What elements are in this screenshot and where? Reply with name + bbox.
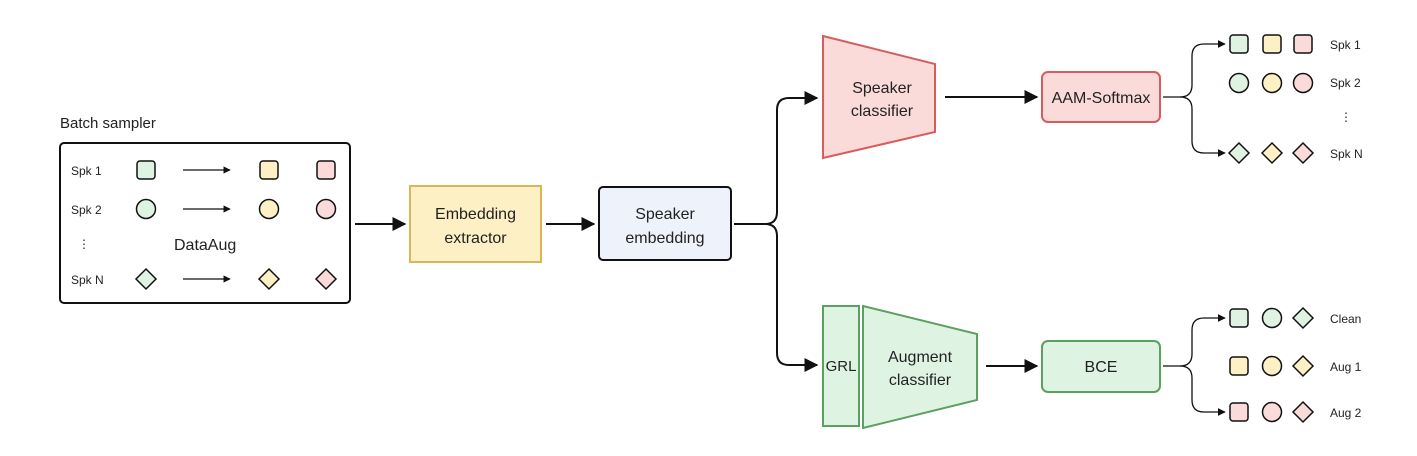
- green-circle-icon: [1228, 72, 1250, 94]
- aam-softmax-label: AAM-Softmax: [1052, 90, 1151, 107]
- speaker-classifier-shape: [822, 34, 936, 160]
- branch-arrow-augment: [764, 223, 819, 372]
- augment-output-label-clean: Clean: [1330, 312, 1361, 326]
- grl-label: GRL: [826, 358, 857, 375]
- red-circle-icon: [315, 198, 337, 220]
- green-diamond-icon: [134, 267, 158, 291]
- green-square-icon: [1229, 308, 1249, 328]
- yellow-square-icon: [1262, 34, 1282, 54]
- augment-classifier-label-2: classifier: [889, 372, 952, 389]
- speaker-classifier-label-2: classifier: [851, 103, 914, 120]
- grl-box: [822, 305, 860, 427]
- speaker-output-label-spk2: Spk 2: [1330, 76, 1361, 90]
- red-circle-icon: [1292, 72, 1314, 94]
- yellow-diamond-icon: [257, 267, 281, 291]
- green-circle-icon: [1261, 307, 1283, 329]
- green-circle-icon: [135, 198, 157, 220]
- yellow-square-icon: [259, 160, 279, 180]
- augment-classifier-label-1: Augment: [888, 349, 953, 366]
- yellow-diamond-icon: [1260, 141, 1284, 165]
- green-diamond-icon: [1227, 141, 1251, 165]
- augment-classifier-shape: [862, 304, 978, 430]
- red-square-icon: [1229, 402, 1249, 422]
- batch-sampler-title: Batch sampler: [60, 115, 156, 132]
- red-square-icon: [316, 160, 336, 180]
- branch-arrow-speaker: [734, 91, 819, 225]
- yellow-circle-icon: [1261, 355, 1283, 377]
- batch-row-label-spk1: Spk 1: [71, 164, 102, 178]
- yellow-circle-icon: [258, 198, 280, 220]
- speaker-embedding-box: [598, 186, 732, 261]
- red-square-icon: [1293, 34, 1313, 54]
- speaker-output-label-spkn: Spk N: [1330, 147, 1363, 161]
- augment-output-label-aug1: Aug 1: [1330, 360, 1362, 374]
- green-square-icon: [1229, 34, 1249, 54]
- dataaug-label: DataAug: [174, 237, 236, 254]
- red-diamond-icon: [1291, 400, 1315, 424]
- batch-row-label-spkn: Spk N: [71, 273, 104, 287]
- speaker-classifier-label-1: Speaker: [852, 80, 912, 97]
- batch-row-label-spk2: Spk 2: [71, 203, 102, 217]
- red-diamond-icon: [1291, 141, 1315, 165]
- speaker-output-label-spk1: Spk 1: [1330, 38, 1361, 52]
- aam-softmax-box: [1041, 71, 1161, 123]
- yellow-diamond-icon: [1291, 354, 1315, 378]
- speaker-output-label-ellipsis: ⋮: [1340, 110, 1352, 124]
- red-diamond-icon: [314, 267, 338, 291]
- output-arrow: [1179, 96, 1226, 157]
- output-arrow: [1163, 40, 1226, 98]
- augment-output-label-aug2: Aug 2: [1330, 406, 1362, 420]
- green-diamond-icon: [1291, 306, 1315, 330]
- speaker-embedding-label-1: Speaker: [635, 206, 695, 223]
- embedding-extractor-label-1: Embedding: [435, 206, 516, 223]
- yellow-circle-icon: [1261, 72, 1283, 94]
- output-arrow: [1179, 365, 1226, 416]
- green-square-icon: [136, 160, 156, 180]
- bce-label: BCE: [1085, 359, 1118, 376]
- red-circle-icon: [1261, 401, 1283, 423]
- output-arrow: [1163, 314, 1226, 367]
- batch-sampler-box: [59, 142, 351, 304]
- batch-row-label-ellipsis: ⋮: [78, 237, 90, 251]
- embedding-extractor-box: [409, 185, 542, 263]
- bce-box: [1041, 340, 1161, 393]
- speaker-embedding-label-2: embedding: [625, 230, 704, 247]
- yellow-square-icon: [1229, 356, 1249, 376]
- embedding-extractor-label-2: extractor: [444, 230, 507, 247]
